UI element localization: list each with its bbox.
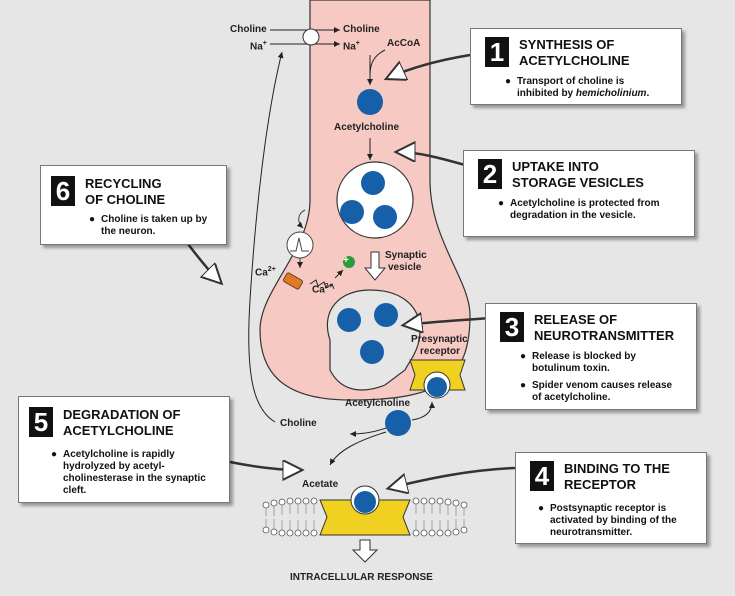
bullet-icon: ● bbox=[538, 503, 545, 514]
ach-cleft-molecule bbox=[385, 410, 411, 436]
callout-arrow-5 bbox=[229, 462, 300, 470]
postsynaptic-receptor bbox=[319, 499, 411, 536]
box3-title-line2: NEUROTRANSMITTER bbox=[534, 328, 675, 343]
presynaptic-receptor-label-2: receptor bbox=[420, 346, 461, 357]
presynaptic-receptor-label-1: Presynaptic bbox=[411, 334, 468, 345]
synaptic-vesicle-label-1: Synaptic bbox=[385, 250, 427, 261]
postsynaptic-membrane bbox=[262, 497, 468, 537]
box4-title-line1: BINDING TO THE bbox=[564, 461, 670, 476]
acetate-label: Acetate bbox=[302, 479, 339, 490]
box1-title-line2: ACETYLCHOLINE bbox=[519, 53, 630, 68]
plus-badge bbox=[343, 256, 355, 268]
intracellular-response-arrow bbox=[351, 539, 379, 563]
fusing-ach-2 bbox=[374, 303, 398, 327]
calcium-outside-label: Ca2+ bbox=[255, 266, 276, 279]
action-potential-arrow bbox=[296, 209, 306, 229]
choline-recycling-path bbox=[248, 51, 284, 423]
calcium-signal-arrow bbox=[309, 279, 335, 290]
choline-transporter bbox=[302, 28, 320, 46]
step-number-4: 4 bbox=[530, 461, 554, 491]
box5-title-line1: DEGRADATION OF bbox=[63, 407, 181, 422]
callout-arrow-4 bbox=[390, 466, 516, 488]
box4-title-line2: RECEPTOR bbox=[564, 477, 636, 492]
step-number-2: 2 bbox=[478, 159, 502, 189]
box-synthesis: 1 SYNTHESIS OF ACETYLCHOLINE ● Transport… bbox=[470, 28, 682, 105]
na-inside-label: Na+ bbox=[343, 40, 360, 53]
callout-arrow-2 bbox=[398, 152, 466, 167]
box3-bullet-1: ● Release is blocked by botulinum toxin. bbox=[520, 351, 636, 374]
synaptic-vesicle-label-2: vesicle bbox=[388, 262, 422, 273]
callout-arrow-1 bbox=[388, 53, 471, 78]
accoa-label: AcCoA bbox=[387, 38, 421, 49]
step-number-3: 3 bbox=[500, 312, 524, 342]
box-binding: 4 BINDING TO THE RECEPTOR ● Postsynaptic… bbox=[515, 452, 707, 544]
box2-bullet: ● Acetylcholine is protected from degrad… bbox=[498, 198, 660, 221]
box-degradation: 5 DEGRADATION OF ACETYLCHOLINE ● Acetylc… bbox=[18, 396, 230, 503]
box3-title-line1: RELEASE OF bbox=[534, 312, 618, 327]
ach-to-acetate-arrow bbox=[329, 431, 387, 466]
fusing-ach-1 bbox=[337, 308, 361, 332]
na-in-charge: + bbox=[355, 40, 360, 47]
box-release: 3 RELEASE OF NEUROTRANSMITTER ● Release … bbox=[485, 303, 697, 410]
box2-title-line1: UPTAKE INTO bbox=[512, 159, 599, 174]
ca-out-charge: 2+ bbox=[267, 266, 276, 273]
bullet-icon: ● bbox=[520, 380, 527, 391]
box5-title-line2: ACETYLCHOLINE bbox=[63, 423, 174, 438]
box-recycling: 6 RECYCLING OF CHOLINE ● Choline is take… bbox=[40, 165, 227, 245]
fusing-ach-3 bbox=[360, 340, 384, 364]
callout-arrow-3 bbox=[405, 318, 491, 325]
action-potential-icon bbox=[286, 231, 314, 259]
calcium-channel bbox=[283, 272, 303, 290]
plus-badge-label: + bbox=[343, 255, 349, 266]
vesicle-ach-1 bbox=[361, 171, 385, 195]
vesicle-ach-3 bbox=[373, 205, 397, 229]
box-uptake: 2 UPTAKE INTO STORAGE VESICLES ● Acetylc… bbox=[463, 150, 695, 237]
intracellular-response-label: INTRACELLULAR RESPONSE bbox=[290, 572, 433, 583]
step-number-6: 6 bbox=[51, 176, 75, 206]
bullet-icon: ● bbox=[498, 198, 505, 209]
step-number-1: 1 bbox=[485, 37, 509, 67]
box6-title-line2: OF CHOLINE bbox=[85, 192, 166, 207]
bullet-icon: ● bbox=[520, 351, 527, 362]
choline-cleft-label: Choline bbox=[280, 418, 317, 429]
box6-bullet: ● Choline is taken up by the neuron. bbox=[89, 214, 208, 237]
bullet-icon: ● bbox=[89, 214, 96, 225]
box3-bullet-2: ● Spider venom causes release of acetylc… bbox=[520, 380, 673, 403]
ca-in-charge: 2+ bbox=[324, 283, 333, 290]
acetylcholine-top-label: Acetylcholine bbox=[334, 122, 400, 133]
choline-outside-label: Choline bbox=[230, 24, 267, 35]
box4-bullet: ● Postsynaptic receptor is activated by … bbox=[538, 503, 677, 538]
bullet-icon: ● bbox=[505, 76, 512, 87]
na-charge: + bbox=[262, 40, 267, 47]
exocytosis-arrow bbox=[363, 251, 387, 281]
step-number-5: 5 bbox=[29, 407, 53, 437]
bullet-icon: ● bbox=[51, 449, 58, 460]
postsynaptic-bound-ach bbox=[354, 491, 376, 513]
choline-inside-label: Choline bbox=[343, 24, 380, 35]
presynaptic-bound-ach bbox=[427, 377, 447, 397]
box6-title-line1: RECYCLING bbox=[85, 176, 162, 191]
ach-to-presyn-arrow bbox=[411, 401, 435, 421]
acetylcholine-cleft-label: Acetylcholine bbox=[345, 398, 411, 409]
na-outside-label: Na+ bbox=[250, 40, 267, 53]
calcium-inside-label: Ca2+ bbox=[312, 283, 333, 296]
ach-molecule-top bbox=[357, 89, 383, 115]
box1-bullet: ● Transport of choline is inhibited by h… bbox=[505, 76, 650, 99]
vesicle-ach-2 bbox=[340, 200, 364, 224]
box2-title-line2: STORAGE VESICLES bbox=[512, 175, 644, 190]
box5-bullet: ● Acetylcholine is rapidly hydrolyzed by… bbox=[51, 449, 206, 496]
box1-title-line1: SYNTHESIS OF bbox=[519, 37, 615, 52]
callout-arrow-6 bbox=[184, 239, 220, 282]
ach-to-choline-arrow bbox=[349, 427, 387, 437]
